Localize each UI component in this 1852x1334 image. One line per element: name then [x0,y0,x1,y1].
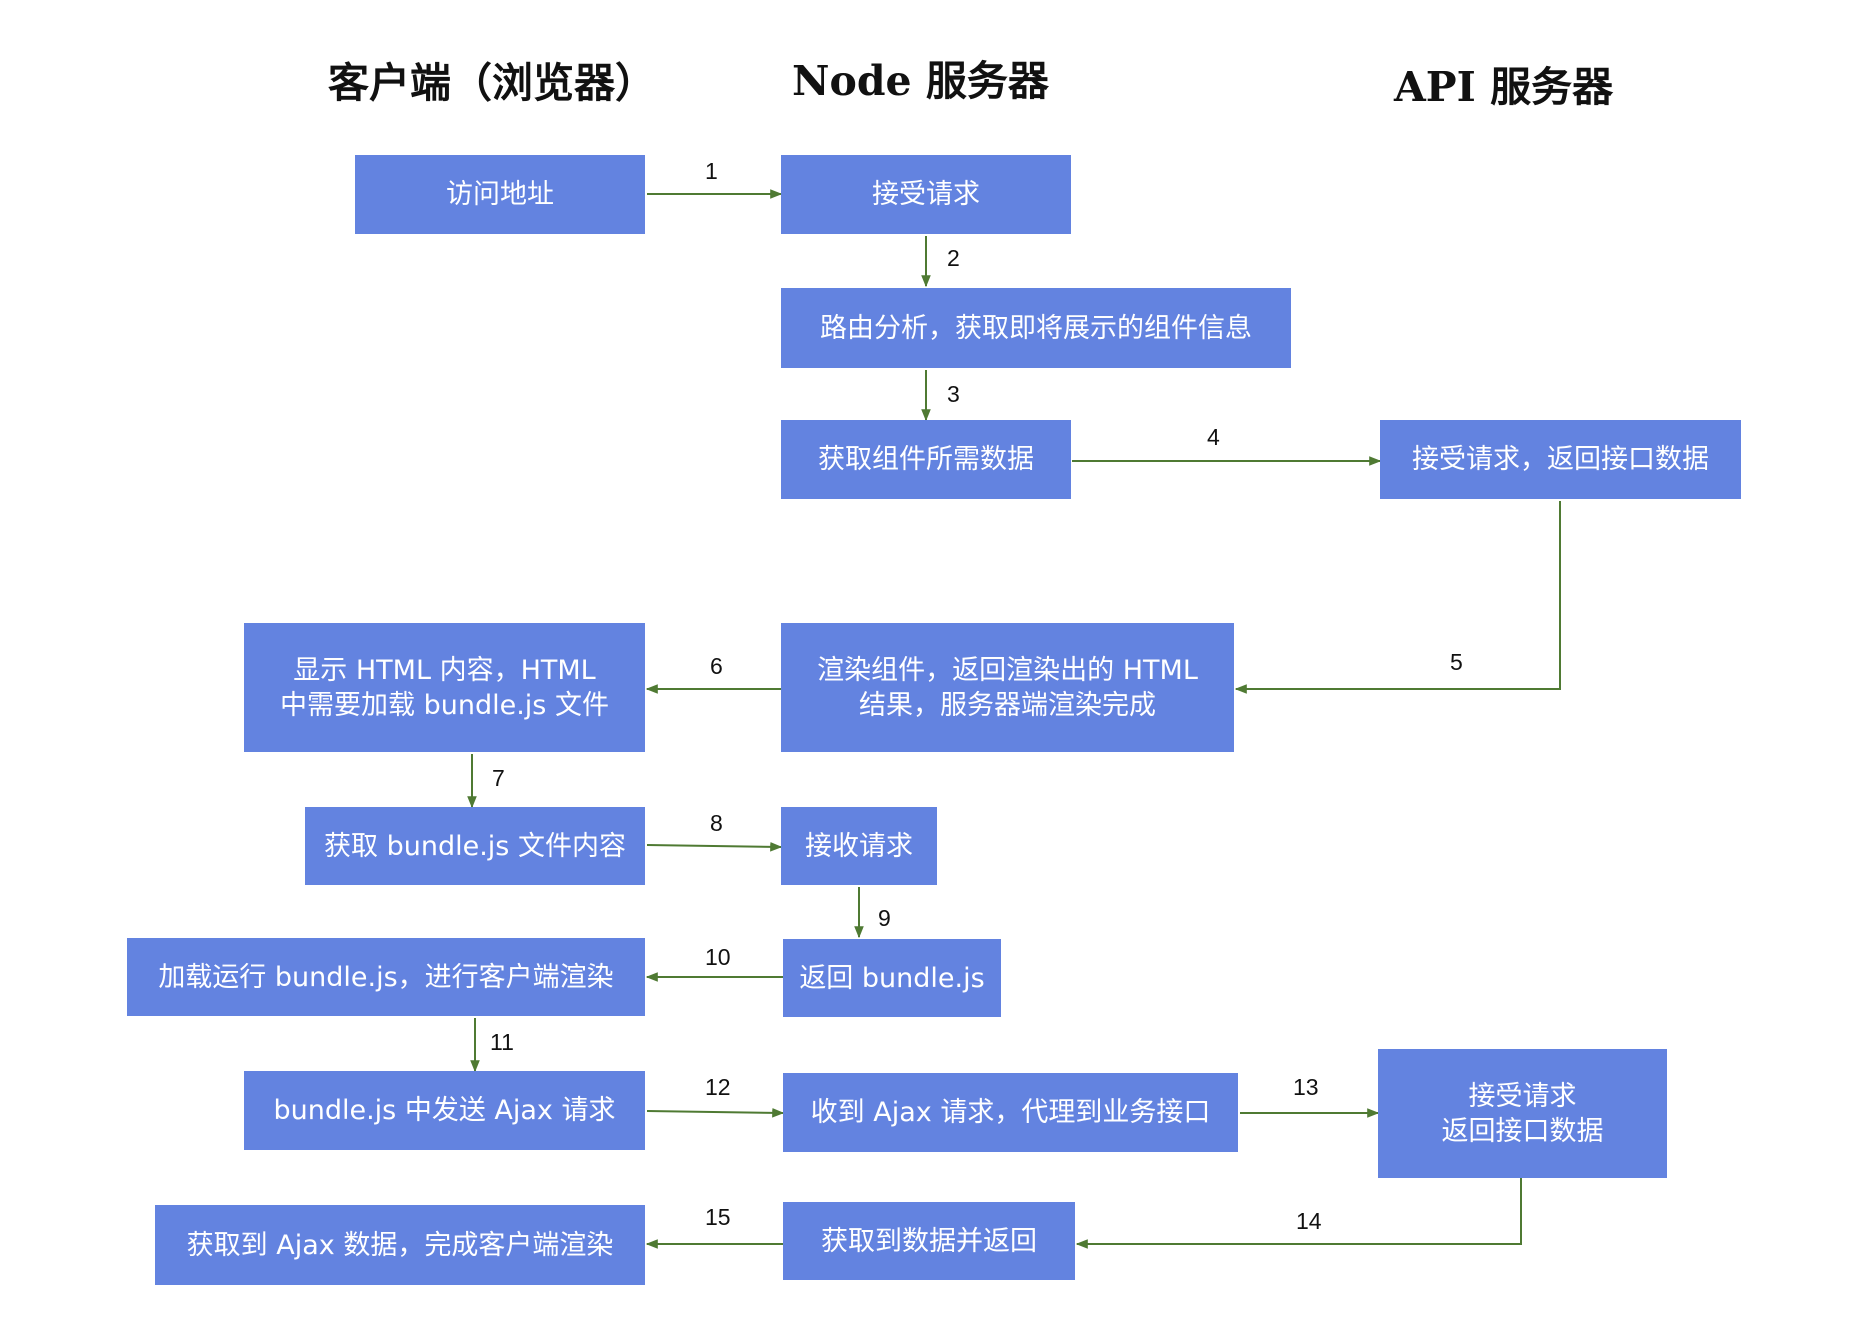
edge-8-get-bundle-to-receive [646,842,783,852]
node-receive-request: 接收请求 [781,807,937,885]
node-send-ajax: bundle.js 中发送 Ajax 请求 [244,1071,645,1150]
step-label-4: 4 [1207,424,1220,450]
node-accept-request: 接受请求 [781,155,1071,234]
step-label-15: 15 [705,1204,731,1230]
step-label-12: 12 [705,1074,731,1100]
step-label-11: 11 [490,1029,514,1055]
node-return-bundle: 返回 bundle.js [783,939,1001,1017]
step-label-3: 3 [947,381,960,407]
node-proxy-ajax: 收到 Ajax 请求，代理到业务接口 [783,1073,1238,1152]
node-render-components: 渲染组件，返回渲染出的 HTML 结果，服务器端渲染完成 [781,623,1234,752]
node-api-accept-return: 接受请求，返回接口数据 [1380,420,1741,499]
node-api-accept-return-2: 接受请求 返回接口数据 [1378,1049,1667,1178]
edge-5-api-to-render [1234,501,1561,694]
node-got-data-return: 获取到数据并返回 [783,1202,1075,1280]
column-header-node: Node 服务器 [792,57,1049,105]
edge-12-ajax-to-proxy [646,1108,785,1118]
node-visit-address: 访问地址 [355,155,645,234]
node-show-html: 显示 HTML 内容，HTML 中需要加载 bundle.js 文件 [244,623,645,752]
node-route-analysis: 路由分析，获取即将展示的组件信息 [781,288,1291,368]
step-label-7: 7 [492,765,505,791]
step-label-14: 14 [1296,1208,1322,1234]
step-label-6: 6 [710,653,723,679]
edge-14-api2-to-got-data [1075,1178,1522,1249]
step-label-5: 5 [1450,649,1463,675]
node-run-bundle: 加载运行 bundle.js，进行客户端渲染 [127,938,645,1016]
step-label-2: 2 [947,245,960,271]
column-header-api: API 服务器 [1394,63,1614,111]
step-label-9: 9 [878,905,891,931]
step-label-10: 10 [705,944,731,970]
step-label-1: 1 [705,158,718,184]
column-header-client: 客户端（浏览器） [328,59,656,107]
node-fetch-component-data: 获取组件所需数据 [781,420,1071,499]
node-final-render: 获取到 Ajax 数据，完成客户端渲染 [155,1205,645,1285]
step-label-13: 13 [1293,1074,1319,1100]
step-label-8: 8 [710,810,723,836]
node-get-bundle: 获取 bundle.js 文件内容 [305,807,645,885]
